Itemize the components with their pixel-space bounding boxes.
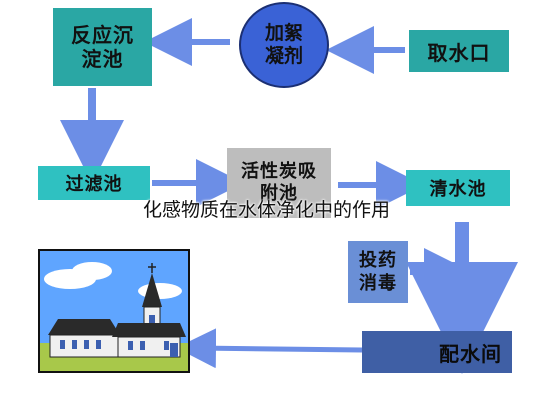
arrow-distribution-to-town <box>176 328 363 369</box>
disinfect-label: 投药消毒 <box>359 250 397 294</box>
filter-box: 过滤池 <box>38 166 150 200</box>
settling-tank-box: 反应沉淀池 <box>53 8 152 86</box>
church-picture <box>38 249 190 373</box>
clear-water-label: 清水池 <box>429 179 487 200</box>
filter-label: 过滤池 <box>65 174 123 195</box>
carbon-box: 活性炭吸附池 <box>227 148 331 218</box>
clear-water-box: 清水池 <box>406 170 510 206</box>
church-illustration <box>40 251 188 371</box>
distribution-label: 配水间 <box>439 341 502 366</box>
coagulant-label: 加絮凝剂 <box>264 22 303 67</box>
settling-tank-label: 反应沉淀池 <box>71 23 134 71</box>
distribution-box: 配水间 <box>362 331 512 373</box>
coagulant-circle: 加絮凝剂 <box>239 2 329 88</box>
caption: 化感物质在水体净化中的作用 <box>142 200 390 221</box>
carbon-label: 活性炭吸附池 <box>241 161 317 204</box>
intake-label: 取水口 <box>427 40 491 65</box>
intake-box: 取水口 <box>409 30 509 72</box>
disinfect-box: 投药消毒 <box>348 241 408 303</box>
